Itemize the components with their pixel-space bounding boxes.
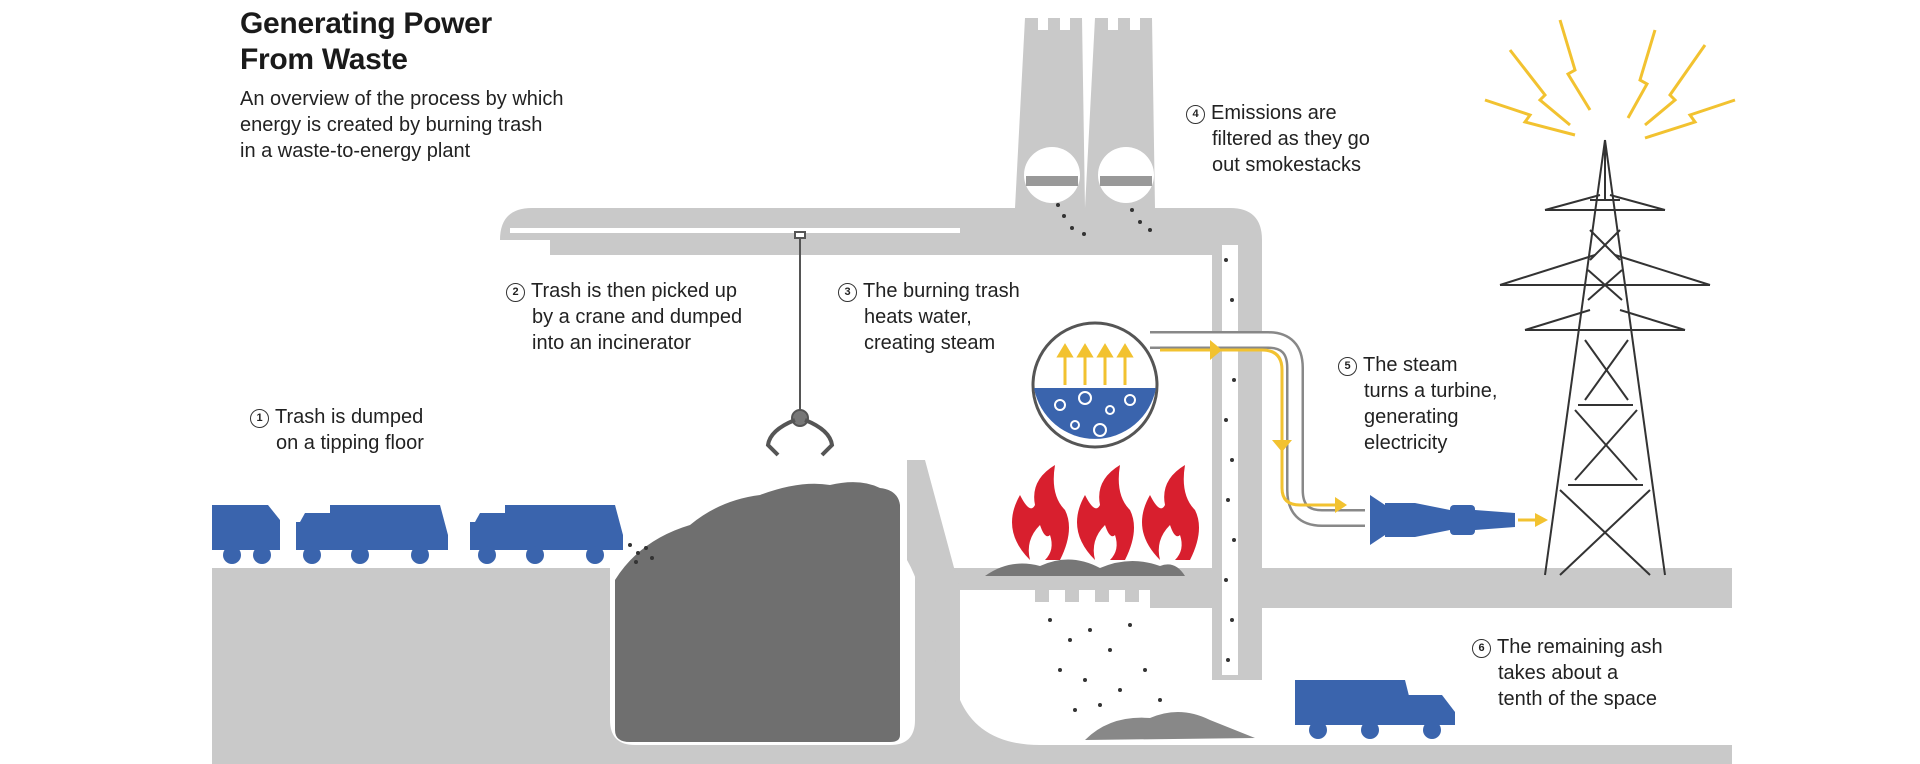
- emission-filters: [1024, 147, 1154, 203]
- turbine-floor: [1260, 590, 1732, 608]
- step-number-badge: 3: [838, 283, 857, 302]
- page-subtitle: An overview of the process by which ener…: [240, 86, 564, 164]
- ash-pile: [1085, 711, 1255, 740]
- crane: [791, 231, 809, 427]
- transmission-tower-icon: [1499, 139, 1711, 576]
- boiler: [1031, 321, 1159, 449]
- incinerator-wall: [907, 460, 1010, 745]
- subtitle-line: in a waste-to-energy plant: [240, 140, 471, 162]
- incinerator-grate: [975, 576, 1175, 602]
- trash-pile: [615, 482, 900, 742]
- fire-icon: [1012, 465, 1199, 560]
- turbine-icon: [1370, 495, 1515, 545]
- step-number-badge: 2: [506, 283, 525, 302]
- step-number-badge: 4: [1186, 105, 1205, 124]
- title-line: From Waste: [240, 43, 408, 76]
- truck-debris: [628, 543, 654, 564]
- step-number-badge: 6: [1472, 639, 1491, 658]
- lightning-icon: [1484, 19, 1736, 140]
- falling-ash: [1048, 618, 1162, 712]
- step-number-badge: 5: [1338, 357, 1357, 376]
- subtitle-line: energy is created by burning trash: [240, 114, 543, 136]
- burning-trash: [985, 559, 1185, 576]
- title-line: Generating Power: [240, 7, 492, 40]
- steam-pipe: [1150, 331, 1365, 527]
- page-title: Generating Power From Waste: [240, 6, 492, 78]
- subtitle-line: An overview of the process by which: [240, 88, 564, 110]
- ash-chamber: [960, 590, 1260, 745]
- step-number-badge: 1: [250, 409, 269, 428]
- garbage-truck-icon: [212, 505, 1455, 739]
- crane-claw-icon: [765, 418, 835, 457]
- electric-arrow: [1518, 513, 1548, 527]
